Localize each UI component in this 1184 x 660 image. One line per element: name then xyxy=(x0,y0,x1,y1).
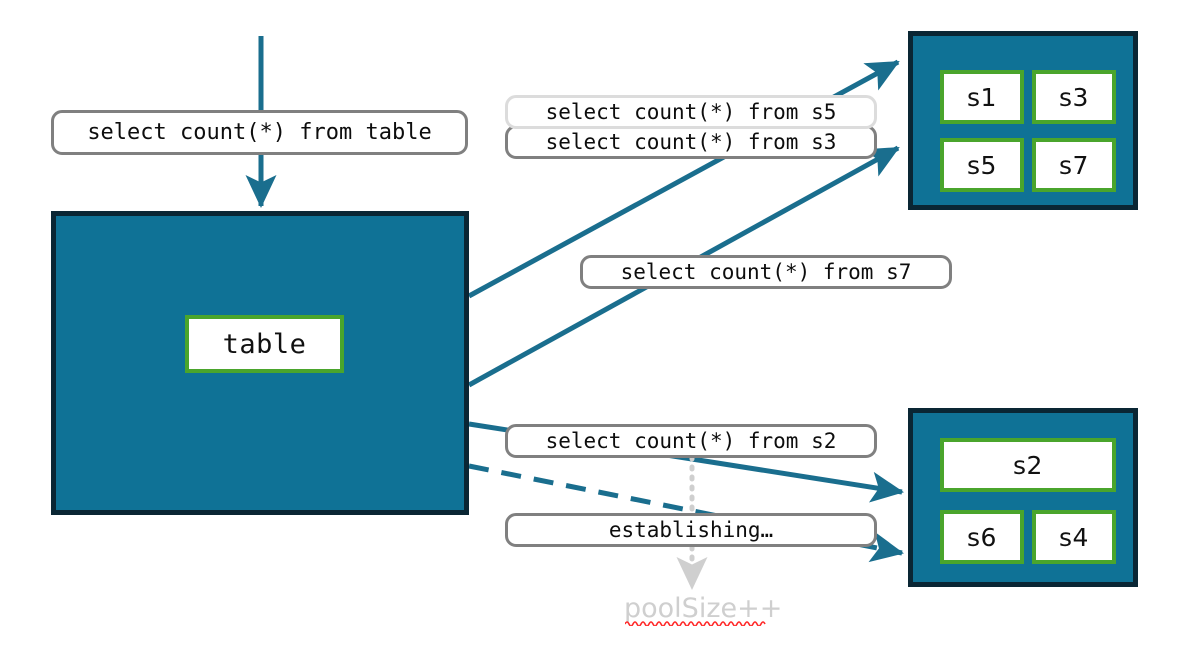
server-node-s6-label: s6 xyxy=(967,522,997,552)
poolsize-annotation: poolSize++ xyxy=(624,593,782,624)
query-label-s7-text: select count(*) from s7 xyxy=(620,260,912,284)
query-label-s2-text: select count(*) from s2 xyxy=(545,429,837,453)
server-node-s1[interactable]: s1 xyxy=(940,70,1024,124)
table-pool-container[interactable]: table xyxy=(51,211,469,515)
server-node-s2-label: s2 xyxy=(1013,450,1043,480)
entry-query-text: select count(*) from table xyxy=(87,120,432,145)
query-label-establishing[interactable]: establishing… xyxy=(505,513,877,547)
server-node-s7-label: s7 xyxy=(1059,150,1089,180)
server-node-s5[interactable]: s5 xyxy=(940,138,1024,192)
server-pool-top-container[interactable]: s1 s3 s5 s7 xyxy=(908,31,1138,210)
pool-node-table-label: table xyxy=(222,328,307,360)
spellcheck-squiggle-icon xyxy=(625,621,766,626)
query-label-s7[interactable]: select count(*) from s7 xyxy=(580,255,952,289)
query-label-s3[interactable]: select count(*) from s3 xyxy=(505,125,877,159)
query-label-s5[interactable]: select count(*) from s5 xyxy=(505,95,877,129)
server-node-s1-label: s1 xyxy=(967,82,997,112)
server-node-s5-label: s5 xyxy=(967,150,997,180)
query-label-s3-text: select count(*) from s3 xyxy=(545,130,837,154)
server-node-s7[interactable]: s7 xyxy=(1032,138,1116,192)
server-node-s3[interactable]: s3 xyxy=(1032,70,1116,124)
server-node-s4[interactable]: s4 xyxy=(1032,510,1116,564)
query-label-s2[interactable]: select count(*) from s2 xyxy=(505,424,877,458)
poolsize-annotation-text: poolSize++ xyxy=(624,593,783,624)
server-node-s3-label: s3 xyxy=(1059,82,1089,112)
server-pool-bottom-container[interactable]: s2 s6 s4 xyxy=(908,408,1138,587)
pool-node-table[interactable]: table xyxy=(185,315,344,373)
query-label-s5-text: select count(*) from s5 xyxy=(545,100,837,124)
server-node-s2[interactable]: s2 xyxy=(940,438,1116,492)
query-label-establishing-text: establishing… xyxy=(608,518,774,542)
server-node-s6[interactable]: s6 xyxy=(940,510,1024,564)
entry-query-label[interactable]: select count(*) from table xyxy=(51,110,468,155)
server-node-s4-label: s4 xyxy=(1059,522,1089,552)
